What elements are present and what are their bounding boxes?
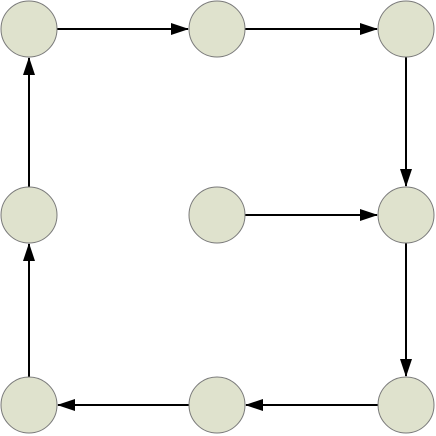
node-bottom-center bbox=[188, 376, 246, 434]
node-middle-right bbox=[377, 186, 435, 244]
node-top-center bbox=[188, 0, 246, 58]
node-bottom-right bbox=[377, 376, 435, 434]
node-middle-center bbox=[188, 186, 246, 244]
node-middle-left bbox=[0, 186, 58, 244]
edges-layer bbox=[23, 23, 412, 411]
node-top-left bbox=[0, 0, 58, 58]
node-bottom-left bbox=[0, 376, 58, 434]
node-top-right bbox=[377, 0, 435, 58]
